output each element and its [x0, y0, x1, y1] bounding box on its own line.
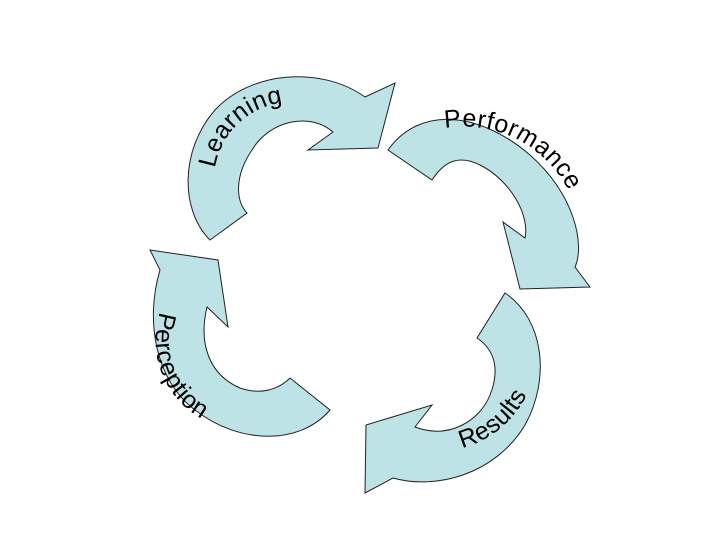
perception-arrow-shape — [149, 249, 331, 437]
performance-arrow-shape — [387, 119, 591, 290]
results-arrow: Results — [364, 292, 541, 494]
perception-arrow: Perception — [149, 249, 331, 437]
results-arrow-shape — [364, 292, 541, 494]
learning-arrow-shape — [187, 76, 396, 241]
learning-arrow: Learning — [187, 76, 396, 241]
performance-arrow: Performance — [387, 104, 591, 290]
